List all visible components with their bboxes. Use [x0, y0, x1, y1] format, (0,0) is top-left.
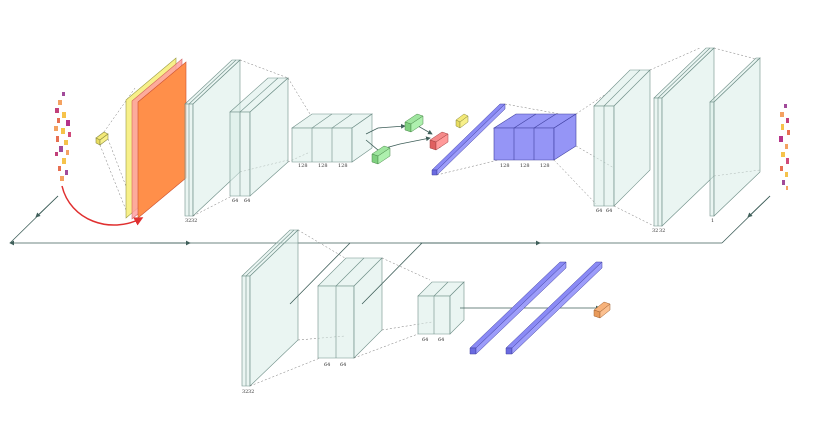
decoder-deconv3-block	[492, 113, 578, 161]
input-heatmap	[54, 92, 71, 181]
branch-conv1-block	[241, 229, 299, 387]
decoder-deconv3-label-c: 128	[540, 163, 550, 169]
bottleneck-yellow-block	[455, 113, 469, 129]
encoder-conv1-label-a: 32	[185, 218, 191, 224]
input-layer-stack	[125, 57, 187, 220]
bottleneck-green-block-1	[371, 145, 391, 165]
encoder-conv3-label-a: 128	[298, 163, 308, 169]
decoder-deconv1-label-b: 32	[659, 228, 665, 234]
bottleneck-red-block	[429, 131, 449, 151]
branch-output-block	[593, 301, 611, 319]
branch-conv3-label-a: 64	[422, 337, 428, 343]
encoder-conv3-block	[291, 113, 373, 163]
encoder-conv2-block	[229, 77, 289, 197]
decoder-deconv2-block	[593, 69, 651, 207]
branch-blue-bar-1	[469, 261, 567, 355]
branch-blue-bar-2	[505, 261, 603, 355]
decoder-deconv2-label-a: 64	[596, 208, 602, 214]
bottleneck-green-block-2	[404, 113, 424, 133]
encoder-conv3-label-b: 128	[318, 163, 328, 169]
encoder-conv2-label-a: 64	[232, 198, 238, 204]
branch-conv2-label-a: 64	[324, 362, 330, 368]
encoder-conv1-block	[184, 59, 241, 217]
encoder-conv1-label-b: 32	[191, 218, 197, 224]
input-patch-block	[95, 131, 109, 146]
red-curved-arrow	[61, 185, 144, 226]
output-layer-label: 1	[711, 218, 714, 224]
output-heatmap	[779, 104, 790, 190]
decoder-deconv1-label-a: 32	[652, 228, 658, 234]
output-layer-block	[709, 57, 761, 217]
decoder-deconv3-label-a: 128	[500, 163, 510, 169]
encoder-conv2-label-b: 64	[244, 198, 250, 204]
branch-conv1-label-a: 32	[242, 389, 248, 395]
encoder-conv3-label-c: 128	[338, 163, 348, 169]
branch-conv3-block	[417, 281, 465, 335]
decoder-deconv3-label-b: 128	[520, 163, 530, 169]
branch-conv2-block	[317, 257, 383, 359]
branch-conv1-label-b: 32	[248, 389, 254, 395]
branch-conv3-label-b: 64	[438, 337, 444, 343]
branch-conv2-label-b: 64	[340, 362, 346, 368]
decoder-deconv1-block	[653, 47, 715, 227]
decoder-deconv2-label-b: 64	[606, 208, 612, 214]
